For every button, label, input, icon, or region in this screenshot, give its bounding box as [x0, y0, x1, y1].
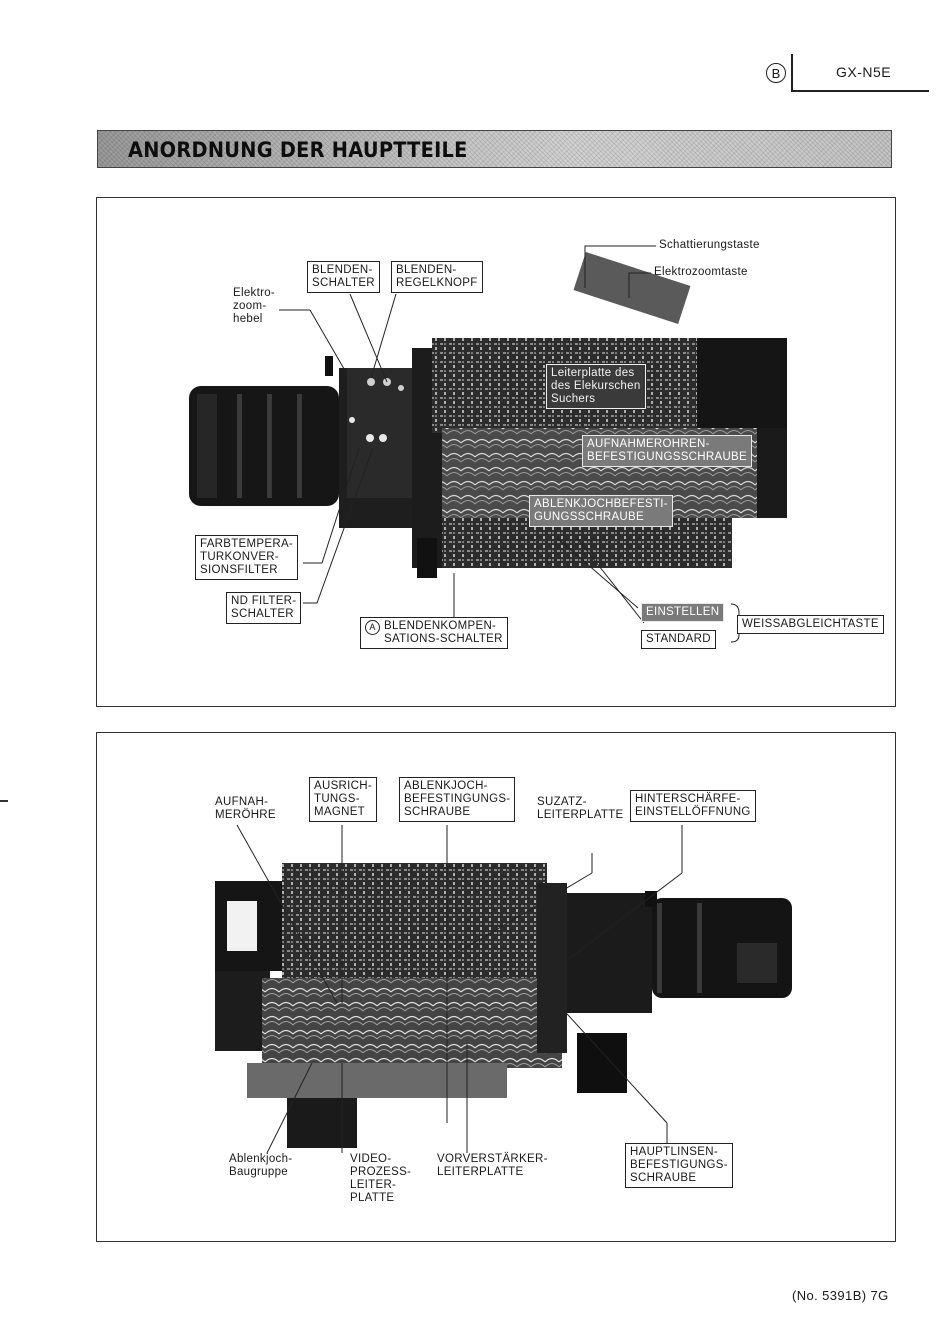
front-control-panel	[347, 368, 422, 498]
label-leiterplatte-sucher: Leiterplatte des des Elekurschen Suchers	[546, 364, 646, 409]
margin-mark	[0, 800, 8, 802]
page-footer-number: (No. 5391B) 7G	[792, 1288, 889, 1303]
blendenkompensation-text: BLENDENKOMPEN- SATIONS-SCHALTER	[384, 620, 503, 645]
header-divider	[791, 54, 793, 92]
model-number: GX-N5E	[836, 64, 892, 80]
label-ablenkjoch-schraube: ABLENKJOCHBEFESTI- GUNGSSCHRAUBE	[529, 495, 673, 527]
label-weissabgleichtaste: WEISSABGLEICHTASTE	[737, 615, 884, 634]
figure-camera-right-side: AUFNAH- MERÖHRE AUSRICH- TUNGS- MAGNET A…	[96, 732, 896, 1242]
label-elektrozoomhebel: Elektro- zoom- hebel	[233, 287, 276, 325]
leader-lines-2	[236, 824, 683, 1154]
camera-body	[412, 251, 787, 578]
section-title-bar: ANORDNUNG DER HAUPTTEILE	[97, 130, 892, 168]
label-elektrozoomtaste: Elektrozoomtaste	[654, 266, 748, 278]
label-vorverstaerker-leiterplatte: VORVERSTÄRKER- LEITERPLATTE	[437, 1153, 548, 1178]
label-ablenkjoch-befestigung: ABLENKJOCH- BEFESTINGUNGS- SCHRAUBE	[399, 777, 516, 822]
label-standard: STANDARD	[641, 630, 716, 649]
label-ablenkjoch-baugruppe: Ablenkjoch- Baugruppe	[229, 1153, 293, 1178]
header-rule	[791, 90, 929, 92]
leader-lines	[279, 245, 746, 643]
label-schattierungstaste: Schattierungstaste	[659, 239, 760, 251]
label-aufnahmeroehren-schraube: AUFNAHMEROHREN- BEFESTIGUNGSSCHRAUBE	[582, 435, 752, 467]
label-suzatz-leiterplatte: SUZATZ- LEITERPLATTE	[537, 796, 624, 821]
figure-camera-left-side: Schattierungstaste Elektrozoomtaste BLEN…	[96, 197, 896, 707]
label-hauptlinsen-schraube: HAUPTLINSEN- BEFESTIGUNGS- SCHRAUBE	[625, 1143, 733, 1188]
label-nd-filter-schalter: ND FILTER- SCHALTER	[226, 592, 302, 624]
label-ausrichtungsmagnet: AUSRICH- TUNGS- MAGNET	[309, 777, 377, 822]
label-blenden-schalter: BLENDEN- SCHALTER	[307, 261, 380, 293]
viewfinder-assembly	[215, 881, 285, 1051]
label-aufnahmeroehre: AUFNAH- MERÖHRE	[215, 796, 276, 821]
page-title: ANORDNUNG DER HAUPTTEILE	[128, 138, 468, 162]
label-videoprozess-leiterplatte: VIDEO- PROZESS- LEITER- PLATTE	[350, 1153, 412, 1204]
label-blendenkompensation: A BLENDENKOMPEN- SATIONS-SCHALTER	[360, 617, 508, 649]
lens-right	[567, 891, 792, 1093]
label-farbtemperatur-filter: FARBTEMPERA- TURKONVER- SIONSFILTER	[195, 535, 299, 580]
label-hinterschaerfe: HINTERSCHÄRFE- EINSTELLÖFFNUNG	[630, 790, 756, 822]
camera-body-right	[247, 863, 567, 1148]
label-einstellen: EINSTELLEN	[641, 603, 725, 622]
camera-right-side-illustration	[215, 824, 792, 1154]
circled-a-icon: A	[365, 620, 380, 635]
label-blenden-regelknopf: BLENDEN- REGELKNOPF	[391, 261, 483, 293]
section-letter-badge: B	[766, 63, 786, 83]
